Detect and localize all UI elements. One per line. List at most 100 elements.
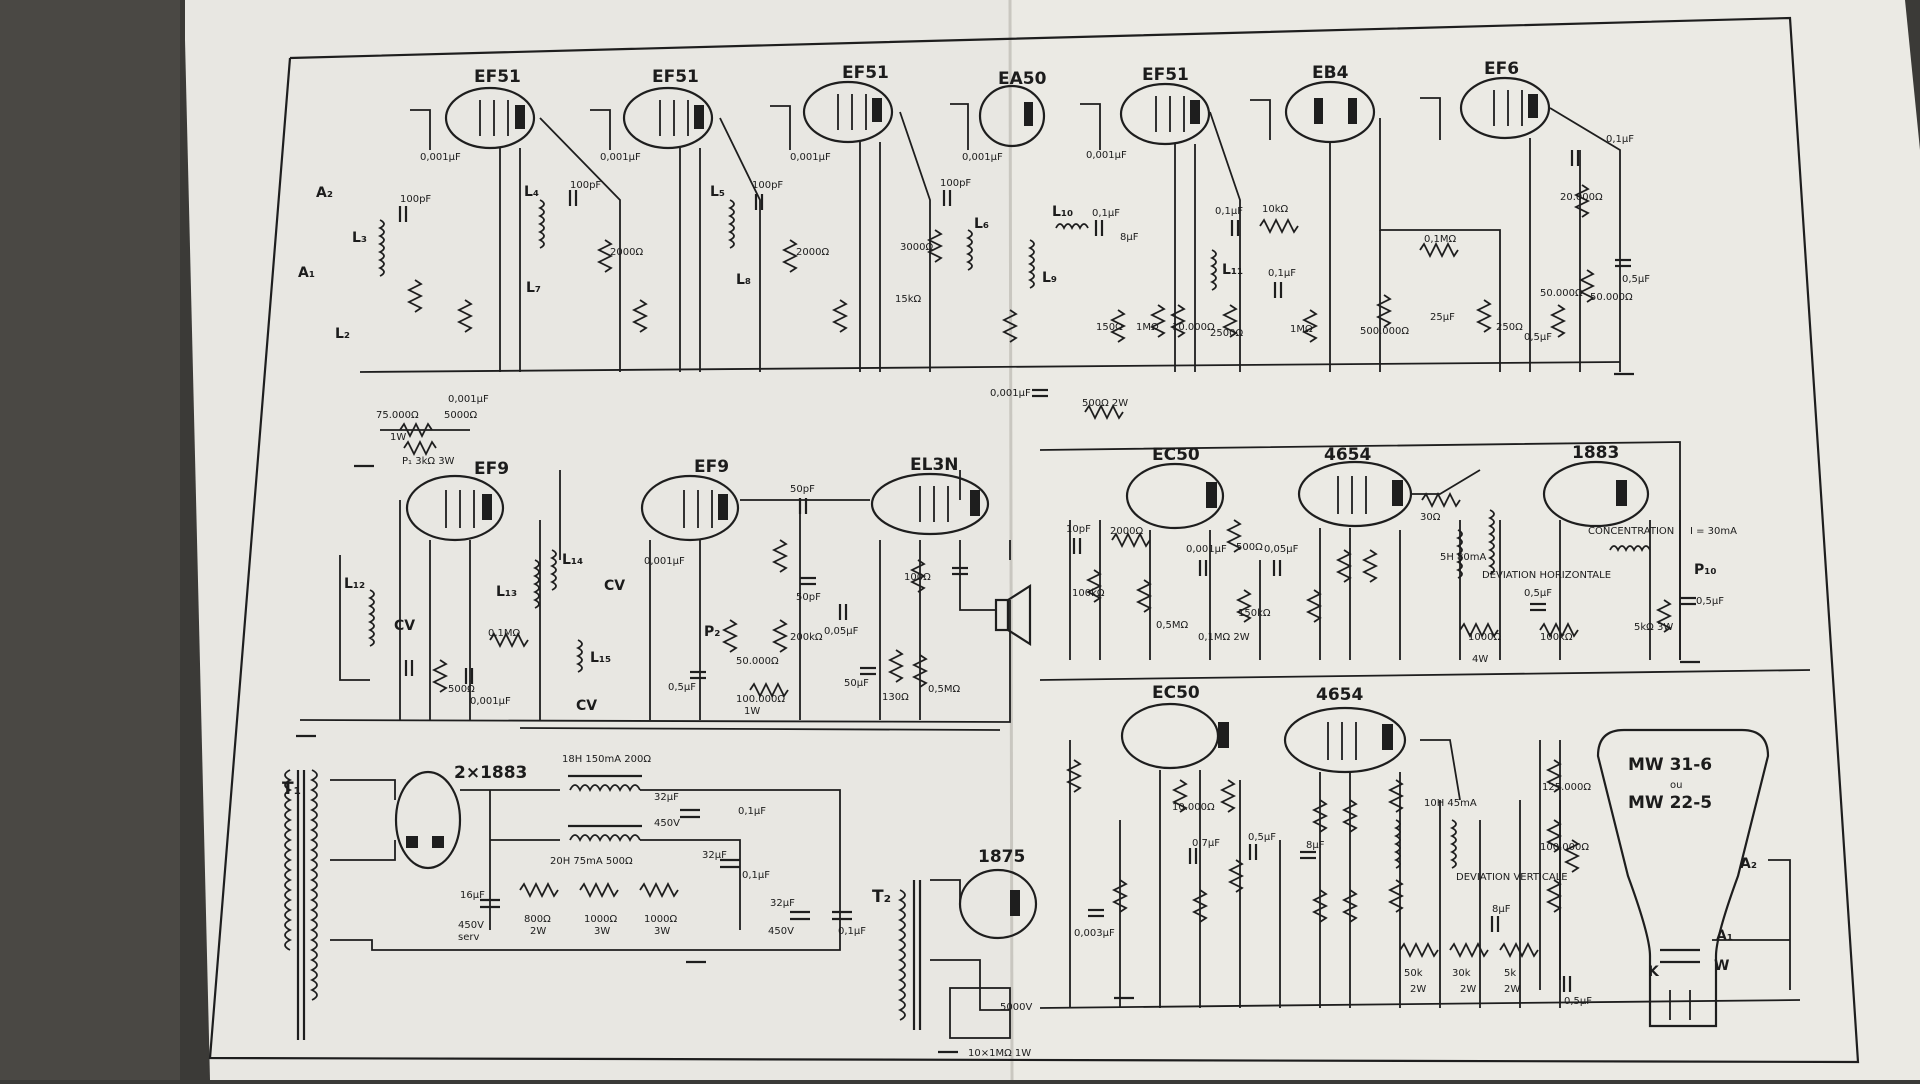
crt-divider (1545, 759, 1581, 992)
val-01uf-s2: 0,1μF (742, 870, 770, 881)
val-2w-a: 2W (1410, 984, 1426, 995)
val-3wb: 3W (654, 926, 670, 937)
label-eb4: EB4 (1312, 63, 1349, 83)
tube-ec50-1: EC50 (1125, 445, 1225, 530)
deflection-lower-passives (1065, 759, 1539, 959)
label-l4: L₄ (524, 184, 539, 200)
crt-tube: MW 31-6 ou MW 22-5 A₂ A₁ K W (1596, 728, 1770, 1028)
val-450v: 450V (458, 920, 484, 931)
tube-ef6: EF6 (1459, 59, 1551, 140)
label-1875: 1875 (978, 847, 1025, 867)
val-30-d: 30Ω (1420, 512, 1441, 523)
label-1883: 1883 (1572, 443, 1619, 463)
val-800: 800Ω (524, 914, 551, 925)
coil-l10: L₁₀ (1052, 204, 1089, 231)
coil-l13: L₁₃ (496, 559, 540, 609)
coil-l15: L₁₅ (575, 639, 611, 673)
label-p2: P₂ (704, 624, 720, 640)
val-5h80ma: 5H 80mA (1440, 552, 1487, 563)
val-0001-a: 0,001μF (470, 696, 511, 707)
val-0001-2: 0,001μF (600, 152, 641, 163)
label-ef51-3: EF51 (842, 63, 889, 83)
val-1w-a: 1W (744, 706, 760, 717)
val-10h45ma: 10H 45mA (1424, 798, 1477, 809)
val-2000-d: 2000Ω (1110, 526, 1143, 537)
val-01m2w: 0,1MΩ 2W (1198, 632, 1250, 643)
val-1m-1: 1MΩ (1136, 322, 1159, 333)
capacitor-group-upper (398, 150, 1631, 398)
choke-2: 20H 75mA 500Ω (550, 824, 642, 867)
label-l8: L₈ (736, 272, 751, 288)
tube-ec50-2: EC50 (1120, 683, 1229, 770)
coil-l3: L₃ (352, 219, 385, 277)
val-conc: CONCENTRATION (1588, 526, 1674, 537)
resistor-group-upper (406, 184, 1596, 421)
val-0001-6: 0,001μF (990, 388, 1031, 399)
label-p10: P₁₀ (1694, 562, 1717, 578)
coil-l9: L₉ (1027, 239, 1057, 289)
val-50k: 50k (1404, 968, 1423, 979)
val-200k: 200kΩ (790, 632, 823, 643)
val-01uf-4: 0,1μF (1606, 134, 1634, 145)
label-t2: T₂ (872, 887, 891, 907)
val-10k: 10kΩ (1262, 204, 1289, 215)
val-0001-3: 0,001μF (790, 152, 831, 163)
tube-4654-2: 4654 (1283, 685, 1407, 774)
val-serv: serv (458, 932, 479, 943)
val-05uf-d4: 0,5μF (1564, 996, 1592, 1007)
val-1w: 1W (390, 432, 406, 443)
val-15k: 15kΩ (895, 294, 922, 305)
label-ec50-2: EC50 (1152, 683, 1200, 703)
val-16uf: 16μF (460, 890, 485, 901)
coil-l6: L₆ (965, 216, 989, 271)
label-crt-1: MW 31-6 (1628, 755, 1712, 775)
label-a1: A₁ (298, 265, 315, 281)
val-05uf-d: 0,5μF (1696, 596, 1724, 607)
coil-l11: L₁₁ (1209, 249, 1243, 291)
val-100pf-2: 100pF (570, 180, 601, 191)
val-100k-d2: 100kΩ (1540, 632, 1573, 643)
val-05uf: 0,5μF (668, 682, 696, 693)
val-100pf-4: 100pF (940, 178, 971, 189)
label-el3n: EL3N (910, 455, 959, 475)
val-2500: 2500Ω (1210, 328, 1243, 339)
val-005-d: 0,05μF (1264, 544, 1299, 555)
coil-l14: L₁₄ (549, 549, 583, 591)
tube-4654-1: 4654 (1297, 445, 1413, 528)
val-50000-2: 50.000Ω (1590, 292, 1633, 303)
val-2w: 2W (530, 926, 546, 937)
tube-ea50: EA50 (978, 69, 1047, 148)
val-100: 100Ω (904, 572, 931, 583)
val-p1: P₁ 3kΩ 3W (402, 456, 455, 467)
val-05m-d: 0,5MΩ (1156, 620, 1189, 631)
val-01m: 0,1MΩ (1424, 234, 1457, 245)
val-100000: 100.000Ω (736, 694, 785, 705)
val-32uf-2: 32μF (702, 850, 727, 861)
transformer-t2: T₂ (872, 880, 922, 1030)
coil-l5: L₅ (710, 184, 735, 249)
val-25uf: 25μF (1430, 312, 1455, 323)
val-5000v: 5000V (1000, 1002, 1032, 1013)
val-10000: 10.000Ω (1172, 322, 1215, 333)
val-vert: DEVIATION VERTICALE (1456, 872, 1568, 883)
val-1000a: 1000Ω (584, 914, 617, 925)
right-page (1010, 0, 1920, 1080)
supply-passives (480, 808, 852, 921)
label-cv-2: CV (604, 578, 625, 594)
label-cv-3: CV (576, 698, 597, 714)
val-500-2w: 500Ω 2W (1082, 398, 1128, 409)
val-500-d: 500Ω (1236, 542, 1263, 553)
val-32uf-3: 32μF (770, 898, 795, 909)
label-rect: 2×1883 (454, 763, 527, 783)
val-8uf-d2: 8μF (1492, 904, 1511, 915)
label-cv-1: CV (394, 618, 415, 634)
val-i30: I = 30mA (1690, 526, 1737, 537)
val-2w-c: 2W (1504, 984, 1520, 995)
val-2000-1: 2000Ω (610, 247, 643, 258)
label-crt-a2: A₂ (1740, 856, 1757, 872)
val-500k: 500.000Ω (1360, 326, 1409, 337)
label-crt-2: MW 22-5 (1628, 793, 1712, 813)
val-500: 500Ω (448, 684, 475, 695)
coil-l4: L₄ (524, 184, 545, 249)
tube-rectifier: 2×1883 (394, 763, 527, 870)
